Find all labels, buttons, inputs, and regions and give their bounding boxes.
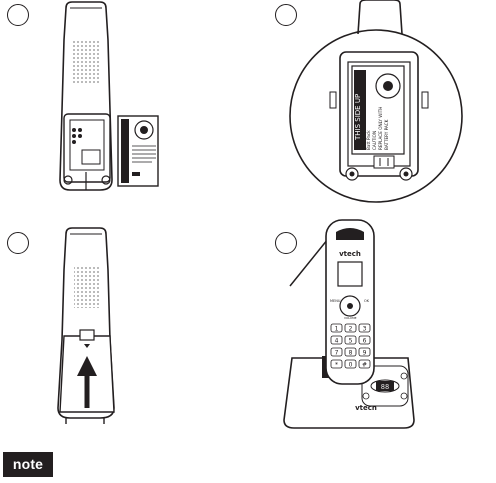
speaker-grille-3 <box>74 266 100 308</box>
key-hash: # <box>362 362 367 369</box>
key-8: 8 <box>349 350 353 357</box>
handset-brand: vtech <box>339 250 361 258</box>
key-6: 6 <box>363 338 367 345</box>
nav-ok-label: OK <box>364 299 370 303</box>
battery-side-label: THIS SIDE UP <box>354 94 362 141</box>
step-4-badge <box>275 232 297 254</box>
battery-installed-closeup-illustration: THIS SIDE UP Batt Pack CAUTION REPLACE O… <box>289 0 463 203</box>
step-3-illustration <box>0 227 248 450</box>
step-2-badge <box>275 4 297 26</box>
battery-small-line-3: REPLACE ONLY WITH <box>378 107 383 150</box>
base-brand: vtech <box>355 404 377 412</box>
pointer-line <box>289 233 333 287</box>
key-4: 4 <box>335 338 339 345</box>
base-display: 88 <box>381 383 389 391</box>
step-3-badge <box>7 232 29 254</box>
key-5: 5 <box>349 338 353 345</box>
nav-volume-label: VOLUME <box>344 316 357 320</box>
handset-back-open-illustration <box>59 1 159 191</box>
handset-in-charger-illustration: vtech 88 vtech MENU OK VOLUME <box>283 219 415 429</box>
step-2-illustration: THIS SIDE UP Batt Pack CAUTION REPLACE O… <box>248 0 496 230</box>
nav-menu-label: MENU <box>330 299 341 303</box>
keypad: 1 2 3 4 5 6 7 8 9 * 0 # <box>330 323 371 369</box>
note-label: note <box>3 452 53 477</box>
key-3: 3 <box>363 326 367 333</box>
key-1: 1 <box>335 326 339 333</box>
speaker-grille-1 <box>73 40 99 84</box>
key-star: * <box>335 362 338 369</box>
battery-small-line-2: CAUTION <box>372 131 377 150</box>
key-0: 0 <box>349 362 353 369</box>
key-7: 7 <box>335 350 339 357</box>
battery-pack <box>117 115 159 187</box>
handset-screen <box>337 261 363 287</box>
step-4-illustration: vtech 88 vtech MENU OK VOLUME <box>248 219 496 450</box>
step-1-badge <box>7 4 29 26</box>
battery-cover-slide-illustration <box>57 227 115 424</box>
step-1-illustration <box>0 0 248 230</box>
battery-small-line-4: BATTERY PACK <box>384 119 389 150</box>
battery-small-line-1: Batt Pack <box>366 130 371 150</box>
key-9: 9 <box>363 350 367 357</box>
key-2: 2 <box>349 326 353 333</box>
